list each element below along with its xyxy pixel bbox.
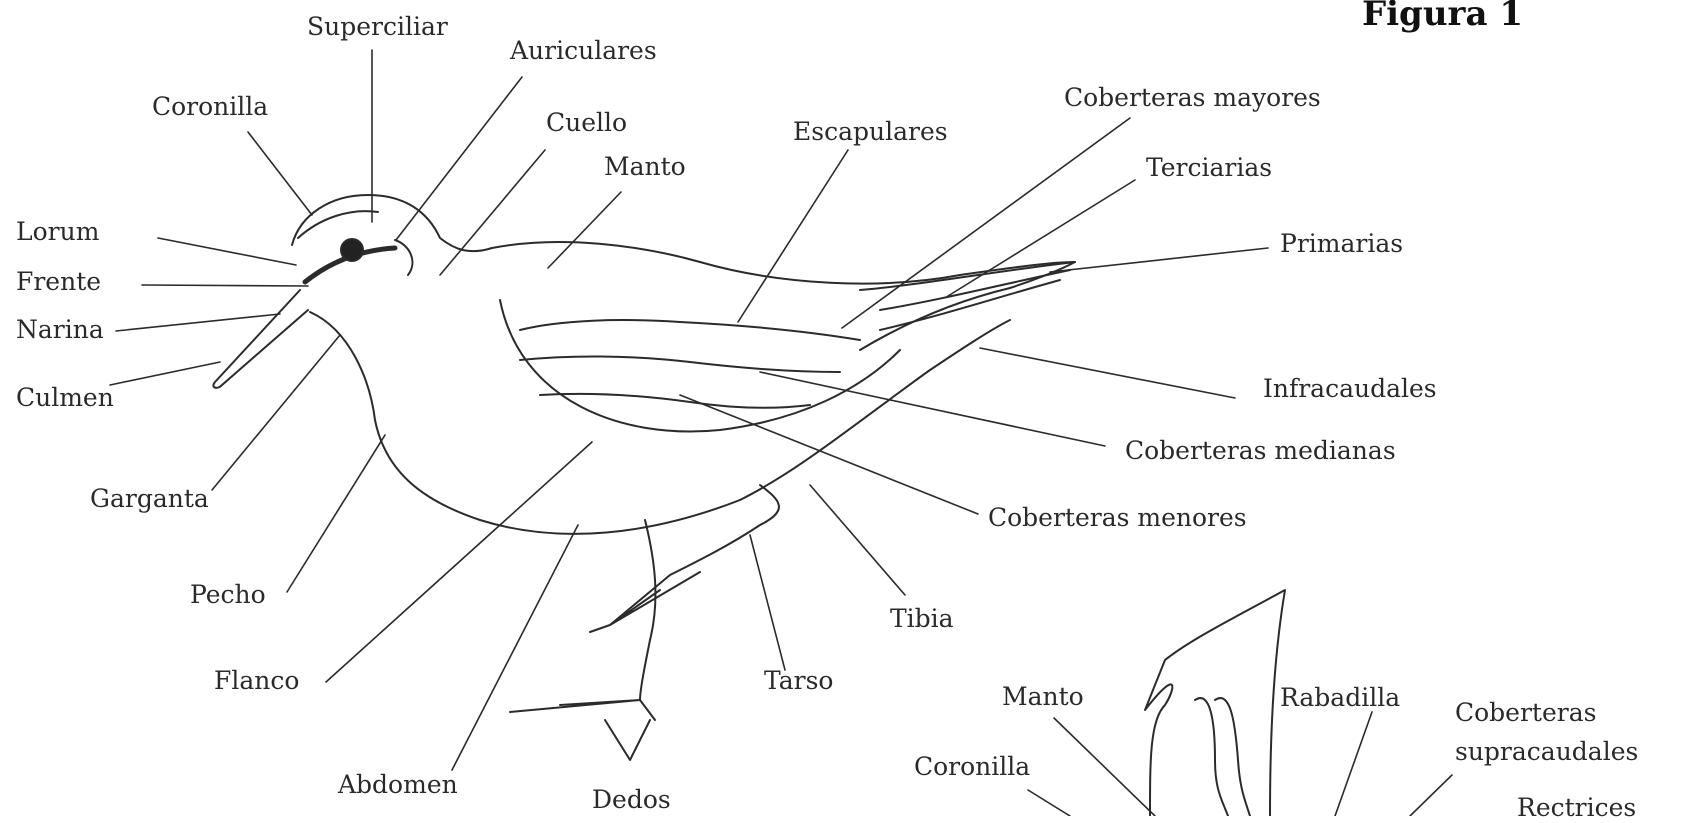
leader-narina xyxy=(116,314,280,331)
toe-pointer xyxy=(605,720,650,760)
label-rectrices: Rectrices xyxy=(1517,793,1636,823)
label-tarso: Tarso xyxy=(764,666,833,696)
leader-pecho xyxy=(287,435,385,592)
label-escapulares: Escapulares xyxy=(793,117,948,147)
label-primarias: Primarias xyxy=(1280,229,1403,259)
bird-beak xyxy=(213,290,308,388)
leader-coberteras-menores xyxy=(680,395,978,514)
bird-breast-outline xyxy=(310,312,740,534)
leader-rabadilla xyxy=(1335,712,1372,816)
label-cuello: Cuello xyxy=(546,108,627,138)
label-abdomen: Abdomen xyxy=(338,770,458,800)
leader-infracaudales xyxy=(980,348,1235,398)
label-manto: Manto xyxy=(604,152,686,182)
leader-tarso xyxy=(750,535,785,670)
second-bird-outline xyxy=(1145,590,1285,816)
bird-wing-coverts xyxy=(520,320,860,340)
label-coronilla-2: Coronilla xyxy=(914,752,1030,782)
label-rabadilla: Rabadilla xyxy=(1280,683,1400,713)
label-flanco: Flanco xyxy=(214,666,299,696)
label-auriculares: Auriculares xyxy=(510,36,657,66)
leader-manto xyxy=(548,192,621,268)
leader-culmen xyxy=(110,362,220,385)
second-bird-inner xyxy=(1195,698,1228,816)
label-coberteras-medianas: Coberteras medianas xyxy=(1125,436,1396,466)
leader-manto-2 xyxy=(1054,718,1155,816)
label-culmen: Culmen xyxy=(16,383,114,413)
leader-garganta xyxy=(212,335,340,490)
label-coberteras-menores: Coberteras menores xyxy=(988,503,1247,533)
figure-title: Figura 1 xyxy=(1362,0,1523,34)
bird-eye xyxy=(341,239,363,261)
bird-wing-outline xyxy=(500,300,900,431)
bird-leg-back xyxy=(610,485,779,625)
leader-flanco xyxy=(326,442,592,682)
leader-terciarias xyxy=(948,180,1135,296)
label-coberteras-supracaudales-2: supracaudales xyxy=(1455,737,1638,767)
bird-leg-front xyxy=(640,520,655,700)
label-tibia: Tibia xyxy=(890,604,954,634)
bird-foot-back xyxy=(590,572,700,632)
label-infracaudales: Infracaudales xyxy=(1263,374,1437,404)
bird-foot-front xyxy=(510,700,655,720)
bird-wing-coverts-2 xyxy=(520,356,840,372)
leader-abdomen xyxy=(452,525,578,770)
leader-coberteras-supracaudales xyxy=(1410,775,1452,816)
label-garganta: Garganta xyxy=(90,484,209,514)
label-superciliar: Superciliar xyxy=(307,12,448,42)
label-coberteras-mayores: Coberteras mayores xyxy=(1064,83,1321,113)
label-narina: Narina xyxy=(16,315,104,345)
label-coronilla: Coronilla xyxy=(152,92,268,122)
label-dedos: Dedos xyxy=(592,785,671,815)
leader-lorum xyxy=(158,238,296,265)
label-manto-2: Manto xyxy=(1002,682,1084,712)
label-pecho: Pecho xyxy=(190,580,266,610)
leader-primarias xyxy=(1050,248,1268,272)
label-lorum: Lorum xyxy=(16,217,99,247)
leader-coronilla xyxy=(248,132,312,215)
leader-cuello xyxy=(440,150,545,275)
leader-coberteras-mayores xyxy=(842,118,1130,328)
leader-coberteras-medianas xyxy=(760,372,1105,446)
leader-coronilla-2 xyxy=(1028,790,1070,816)
bird-back-outline xyxy=(492,242,1075,283)
leader-frente xyxy=(142,285,308,286)
leader-auriculares xyxy=(396,77,522,240)
bird-auricular-patch xyxy=(395,240,412,275)
leader-tibia xyxy=(810,485,905,595)
bird-head-outline xyxy=(292,195,492,251)
label-frente: Frente xyxy=(16,267,101,297)
label-coberteras-supracaudales-1: Coberteras xyxy=(1455,698,1596,728)
label-terciarias: Terciarias xyxy=(1146,153,1272,183)
leader-escapulares xyxy=(738,150,848,322)
